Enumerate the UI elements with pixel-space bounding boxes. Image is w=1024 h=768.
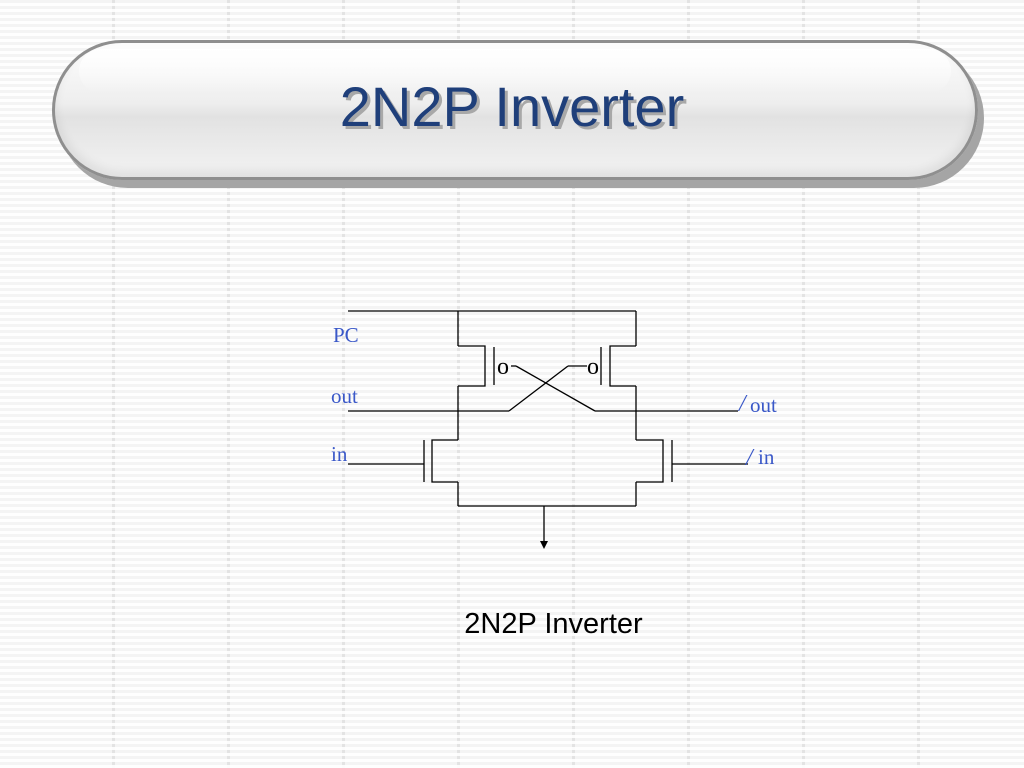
out-label: out	[331, 384, 358, 408]
nmos-left-channel	[431, 439, 458, 483]
out-bar-label: out	[750, 393, 777, 417]
cross-wire-right-gate	[508, 365, 569, 412]
pc-label: PC	[333, 323, 359, 347]
diagram-caption: 2N2P Inverter	[464, 608, 643, 640]
pmos-right-bubble: o	[587, 354, 599, 380]
tail-arrow-head	[540, 541, 548, 549]
pmos-left-channel	[458, 345, 486, 387]
in-bar-label: in	[758, 445, 775, 469]
nmos-right-channel	[636, 439, 664, 483]
cross-wire-left-gate	[515, 365, 596, 412]
title-gloss	[79, 49, 951, 93]
pmos-left-bubble: o	[497, 354, 509, 380]
in-label: in	[331, 442, 348, 466]
slide-title: 2N2P Inverter	[339, 75, 685, 138]
title-banner	[52, 40, 978, 180]
pmos-right-channel	[609, 345, 636, 387]
out-bar-slash: /	[737, 391, 748, 417]
in-bar-slash: /	[744, 445, 755, 471]
